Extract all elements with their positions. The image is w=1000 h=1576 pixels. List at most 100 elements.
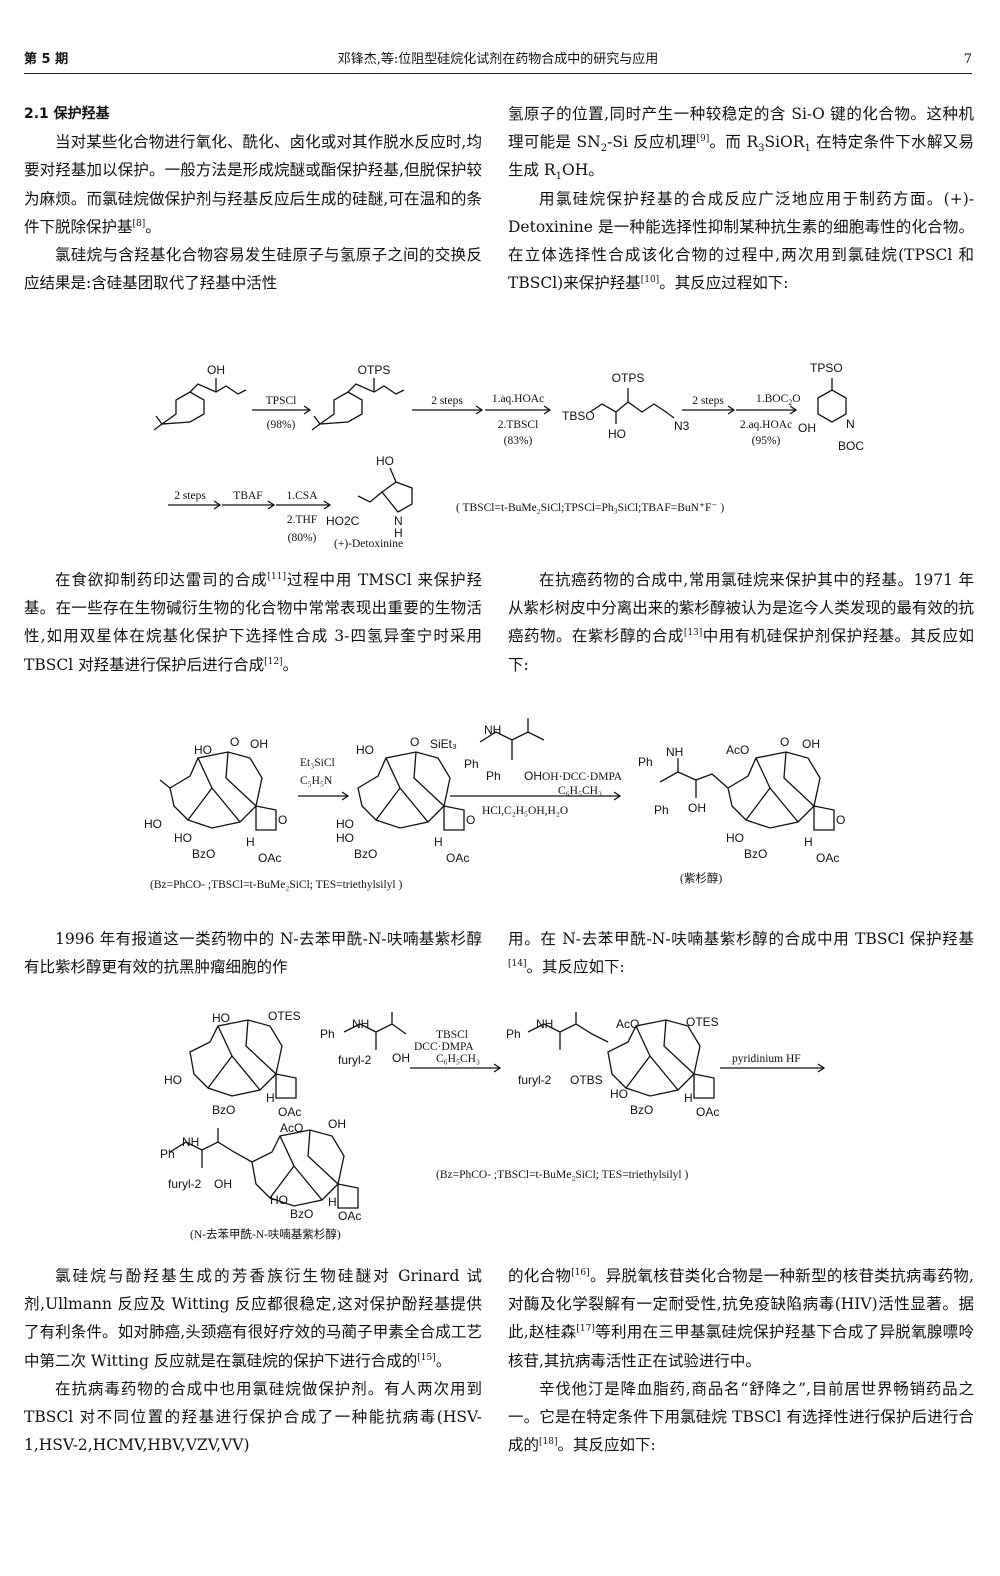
left-column-4: 氯硅烷与酚羟基生成的芳香族衍生物硅醚对 Grinard 试剂,Ullmann 反… xyxy=(24,1262,482,1459)
chem-label: OH xyxy=(214,1177,232,1191)
chem-label: Ph xyxy=(638,755,653,769)
chem-label: SiEt₃ xyxy=(430,737,457,751)
chem-label: NH xyxy=(536,1017,553,1031)
chem-label: OTBS xyxy=(570,1073,603,1087)
yield-label: (83%) xyxy=(504,435,533,447)
reagent-label: 2 steps xyxy=(692,395,724,407)
left-column-1: 2.1 保护羟基 当对某些化合物进行氧化、酰化、卤化或对其作脱水反应时,均要对羟… xyxy=(24,100,482,297)
chem-label: HO xyxy=(608,427,626,441)
chem-label: OAc xyxy=(816,851,839,865)
reagent-label: 2.aq.HOAc xyxy=(740,419,792,431)
right-column-3: 用。在 N-去苯甲酰-N-呋喃基紫杉醇的合成中用 TBSCl 保护羟基[14]。… xyxy=(508,925,974,981)
chem-label: BzO xyxy=(192,847,215,861)
reagent-label: 2.TBSCl xyxy=(498,419,539,431)
chem-label: O xyxy=(466,813,475,827)
paragraph: 在抗病毒药物的合成中也用氯硅烷做保护剂。有人两次用到 TBSCl 对不同位置的羟… xyxy=(24,1379,482,1455)
product-name: (N-去苯甲酰-N-呋喃基紫杉醇) xyxy=(190,1227,341,1241)
chem-label: BzO xyxy=(290,1207,313,1221)
chem-label: H xyxy=(246,835,255,849)
running-title: 邓锋杰,等:位阻型硅烷化试剂在药物合成中的研究与应用 xyxy=(337,52,659,67)
reagent-label: TPSCl xyxy=(266,395,297,407)
page-number: 7 xyxy=(963,52,972,67)
reagent-label: OH·DCC·DMPA xyxy=(542,771,623,783)
running-header: 第 5 期 邓锋杰,等:位阻型硅烷化试剂在药物合成中的研究与应用 7 xyxy=(24,40,972,74)
section-heading: 2.1 保护羟基 xyxy=(24,106,110,122)
chem-label: HO xyxy=(212,1011,230,1025)
chem-label: AcO xyxy=(616,1017,639,1031)
paragraph: 辛伐他汀是降血脂药,商品名“舒降之”,目前居世界畅销药品之一。它是在特定条件下用… xyxy=(508,1379,974,1455)
chem-label: OH xyxy=(207,363,225,377)
paragraph: 当对某些化合物进行氧化、酰化、卤化或对其作脱水反应时,均要对羟基加以保护。一般方… xyxy=(24,133,482,236)
paragraph: 氯硅烷与含羟基化合物容易发生硅原子与氢原子之间的交换反应结果是:含硅基团取代了羟… xyxy=(24,246,482,293)
chem-label: OH xyxy=(802,737,820,751)
scheme-legend: ( TBSCl=t-BuMe₂SiCl;TPSCl=Ph₃SiCl;TBAF=B… xyxy=(456,502,724,514)
reagent-label: C₅H₅N xyxy=(300,775,333,787)
yield-label: (95%) xyxy=(752,435,781,447)
chem-label: AcO xyxy=(726,743,749,757)
scheme-caption: (Bz=PhCO- ;TBSCl=t-BuMe₂SiCl; TES=trieth… xyxy=(150,879,402,891)
chem-label: HO xyxy=(356,743,374,757)
reagent-label: 1.BOC2O xyxy=(756,393,801,407)
reagent-label: 2.THF xyxy=(287,514,317,526)
chem-label: N xyxy=(394,514,403,528)
chem-label: OH xyxy=(798,421,816,435)
reagent-label: Et₃SiCl xyxy=(300,757,335,769)
chem-label: OH xyxy=(392,1051,410,1065)
paragraph: 用。在 N-去苯甲酰-N-呋喃基紫杉醇的合成中用 TBSCl 保护羟基[14]。… xyxy=(508,930,974,977)
chem-label: OH xyxy=(328,1117,346,1131)
chem-label: OTES xyxy=(268,1009,301,1023)
chem-label: O xyxy=(230,735,239,749)
reagent-label: C₆H₅CH₃ xyxy=(558,785,602,797)
chem-label: H xyxy=(394,526,403,540)
paragraph: 在抗癌药物的合成中,常用氯硅烷来保护其中的羟基。1971 年从紫杉树皮中分离出来… xyxy=(508,571,974,674)
issue-number: 第 5 期 xyxy=(24,52,69,67)
scheme-taxol: HO OH O HO HO BzO H OAc O HO O SiEt₃ HO … xyxy=(140,718,880,902)
chem-label: BzO xyxy=(630,1103,653,1117)
paragraph: 的化合物[16]。异脱氧核苷类化合物是一种新型的核苷类抗病毒药物,对酶及化学裂解… xyxy=(508,1267,974,1370)
paragraph: 氯硅烷与酚羟基生成的芳香族衍生物硅醚对 Grinard 试剂,Ullmann 反… xyxy=(24,1267,482,1370)
scheme-caption: (Bz=PhCO- ;TBSCl=t-BuMe₂SiCl; TES=trieth… xyxy=(436,1169,688,1181)
chem-label: HO2C xyxy=(326,514,360,528)
chem-label: Ph xyxy=(654,803,669,817)
chem-label: N3 xyxy=(674,419,690,433)
yield-label: (80%) xyxy=(288,532,317,544)
chem-label: HO xyxy=(726,831,744,845)
chem-label: HO xyxy=(164,1073,182,1087)
chem-label: OTPS xyxy=(612,371,645,385)
chem-label: Ph xyxy=(486,769,501,783)
chem-label: NH xyxy=(666,745,683,759)
chem-label: OH xyxy=(250,737,268,751)
chem-label: Ph xyxy=(160,1147,175,1161)
chem-label: HO xyxy=(270,1193,288,1207)
chem-label: NH xyxy=(352,1017,369,1031)
paragraph: 用氯硅烷保护羟基的合成反应广泛地应用于制药方面。(+)-Detoxinine 是… xyxy=(508,189,974,293)
chem-label: Ph xyxy=(506,1027,521,1041)
chem-label: TBSO xyxy=(562,409,595,423)
chem-label: OTES xyxy=(686,1015,719,1029)
chem-label: H xyxy=(684,1091,693,1105)
chem-label: BzO xyxy=(354,847,377,861)
chem-label: OAc xyxy=(258,851,281,865)
chem-label: Ph xyxy=(320,1027,335,1041)
paragraph: 在食欲抑制药印达雷司的合成[11]过程中用 TMSCl 来保护羟基。在一些存在生… xyxy=(24,571,482,674)
chem-label: OH xyxy=(688,801,706,815)
right-column-1: 氢原子的位置,同时产生一种较稳定的含 Si-O 键的化合物。这种机理可能是 SN… xyxy=(508,100,974,297)
right-column-4: 的化合物[16]。异脱氧核苷类化合物是一种新型的核苷类抗病毒药物,对酶及化学裂解… xyxy=(508,1262,974,1459)
reaction-scheme-3: OH HO OTES HO BzO H OAc Ph NH furyl-2 OH… xyxy=(160,1009,826,1241)
chem-label: N xyxy=(846,417,855,431)
product-name: (+)-Detoxinine xyxy=(334,538,403,550)
reaction-scheme-1: OH OTPS OTPS TBSO HO N3 TPSO OH N BOC HO… xyxy=(153,361,864,550)
reagent-label: 2 steps xyxy=(174,490,206,502)
right-column-2: 在抗癌药物的合成中,常用氯硅烷来保护其中的羟基。1971 年从紫杉树皮中分离出来… xyxy=(508,566,974,679)
chem-label: OTPS xyxy=(358,363,391,377)
scheme-detoxinine: OH OTPS OTPS TBSO HO N3 TPSO OH N BOC HO… xyxy=(150,361,870,566)
paragraph: 氢原子的位置,同时产生一种较稳定的含 Si-O 键的化合物。这种机理可能是 SN… xyxy=(508,105,974,183)
chem-label: HO xyxy=(336,817,354,831)
chem-label: O xyxy=(278,813,287,827)
chem-label: furyl-2 xyxy=(168,1177,202,1191)
chem-label: furyl-2 xyxy=(338,1053,372,1067)
chem-label: HO xyxy=(144,817,162,831)
chem-label: BzO xyxy=(212,1103,235,1117)
chem-label: O xyxy=(836,813,845,827)
chem-label: H xyxy=(804,835,813,849)
